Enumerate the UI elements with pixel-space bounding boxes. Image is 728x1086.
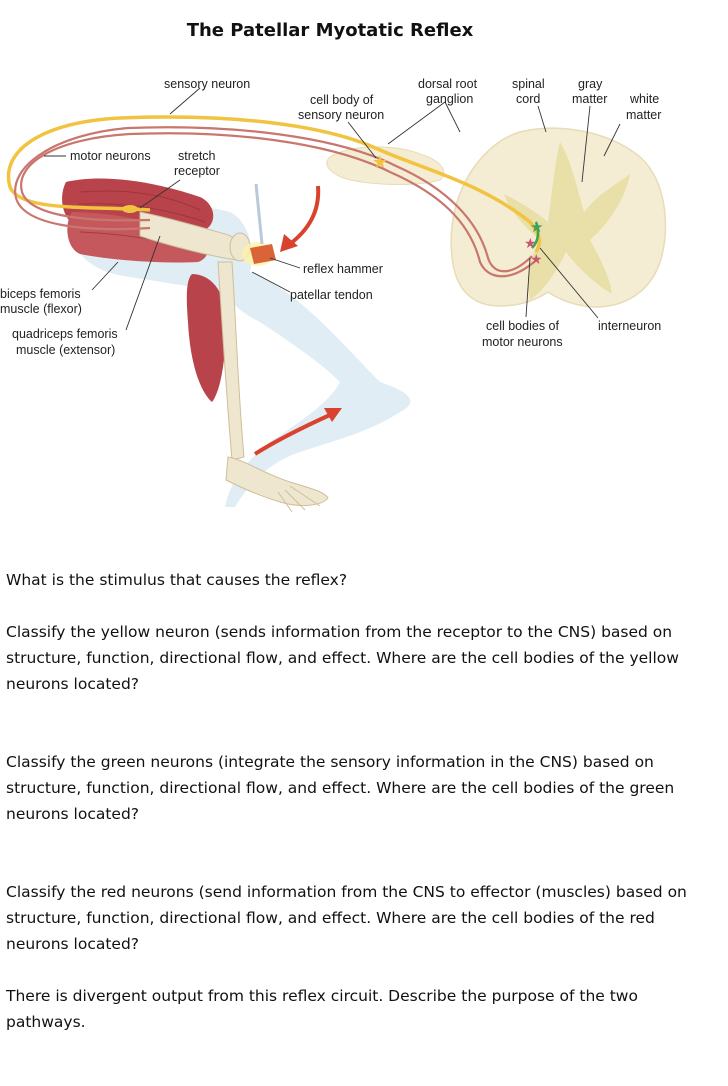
label-drg-1: dorsal root: [418, 77, 478, 91]
label-biceps-1: biceps femoris: [0, 287, 81, 301]
reflex-hammer-icon: [250, 244, 276, 264]
leg-silhouette: [70, 197, 411, 508]
label-motor-neurons: motor neurons: [70, 149, 151, 163]
motor-neuron-path-2: [14, 126, 533, 273]
page-title: The Patellar Myotatic Reflex: [186, 20, 474, 41]
question-list: What is the stimulus that causes the ref…: [6, 567, 706, 1035]
foot-bones: [225, 456, 329, 506]
label-interneuron: interneuron: [598, 319, 661, 333]
sensory-cell-body-star: ★: [372, 152, 388, 172]
stretch-receptor: [122, 205, 138, 213]
hammer-handle: [254, 183, 264, 245]
label-biceps-2: muscle (flexor): [0, 302, 82, 316]
calf-muscle: [186, 274, 226, 402]
question-yellow-neuron: Classify the yellow neuron (sends inform…: [6, 623, 679, 693]
label-quad-2: muscle (extensor): [16, 343, 115, 357]
label-white-1: white: [629, 92, 659, 106]
motor-cell-body-star-2: ★: [530, 251, 543, 267]
tibia-bone: [217, 261, 245, 461]
question-red-neuron: Classify the red neurons (send informati…: [6, 883, 687, 953]
label-stretch-2: receptor: [174, 164, 220, 178]
label-drg-2: ganglion: [426, 92, 473, 106]
label-white-2: matter: [626, 108, 661, 122]
label-spinal-1: spinal: [512, 77, 545, 91]
label-reflex-hammer: reflex hammer: [303, 262, 383, 276]
question-stimulus: What is the stimulus that causes the ref…: [6, 571, 348, 589]
interneuron-path: [531, 221, 540, 249]
label-stretch-1: stretch: [178, 149, 216, 163]
toe-lines: [277, 485, 321, 513]
kick-arrow-icon: [253, 412, 333, 456]
label-patellar-tendon: patellar tendon: [290, 288, 373, 302]
label-cell-body-2: sensory neuron: [298, 108, 384, 122]
motor-neuron-path-1: [20, 132, 535, 278]
leader-lines: [44, 87, 621, 331]
label-sensory-neuron: sensory neuron: [164, 77, 250, 91]
label-gray-1: gray: [578, 77, 603, 91]
reflex-diagram-svg: ★ ★ ★ ★: [0, 77, 667, 513]
hammer-arrow-head: [280, 234, 298, 252]
kick-arrow-head: [324, 408, 342, 422]
label-cell-body-1: cell body of: [310, 93, 374, 107]
gray-matter: [504, 142, 630, 300]
interneuron-cell-body-star: ★: [530, 219, 543, 236]
label-quad-1: quadriceps femoris: [12, 327, 118, 341]
question-divergent-output: There is divergent output from this refl…: [6, 987, 638, 1031]
question-green-neuron: Classify the green neurons (integrate th…: [6, 753, 675, 823]
label-spinal-2: cord: [516, 92, 540, 106]
label-cb-motor-1: cell bodies of: [486, 319, 559, 333]
label-cb-motor-2: motor neurons: [482, 335, 563, 349]
motor-cell-body-star-1: ★: [524, 235, 537, 251]
label-gray-2: matter: [572, 92, 607, 106]
reflex-diagram: ★ ★ ★ ★: [0, 62, 728, 532]
hammer-arrow-icon: [288, 185, 321, 246]
